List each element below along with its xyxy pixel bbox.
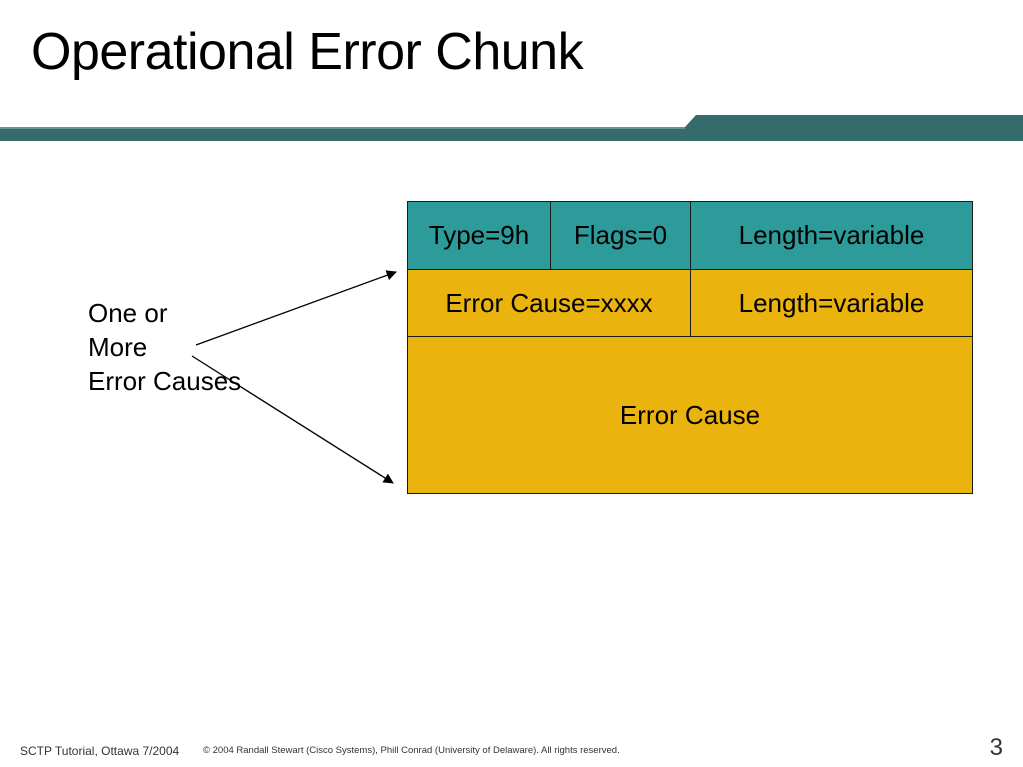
- slide-title: Operational Error Chunk: [31, 23, 584, 81]
- header-band: [0, 115, 1023, 141]
- footer-copyright: © 2004 Randall Stewart (Cisco Systems), …: [203, 745, 620, 756]
- chunk-length-field: Length=variable: [690, 200, 973, 271]
- cause-length-field: Length=variable: [690, 269, 973, 338]
- footer-tutorial-label: SCTP Tutorial, Ottawa 7/2004: [20, 744, 180, 758]
- cause-header-row: Error Cause=xxxx Length=variable: [407, 269, 973, 338]
- page-number: 3: [989, 734, 1003, 761]
- annotation-line-3: Error Causes: [88, 366, 242, 396]
- chunk-header-row: Type=9h Flags=0 Length=variable: [407, 200, 973, 271]
- error-causes-annotation: One or More Error Causes: [88, 296, 241, 398]
- flags-field: Flags=0: [550, 200, 691, 271]
- error-cause-body: Error Cause: [407, 336, 973, 494]
- annotation-line-2: More: [88, 332, 148, 362]
- cause-body-row: Error Cause: [407, 336, 973, 494]
- error-chunk-diagram: Type=9h Flags=0 Length=variable Error Ca…: [407, 200, 973, 494]
- annotation-line-1: One or: [88, 298, 168, 328]
- error-cause-code-field: Error Cause=xxxx: [407, 269, 691, 338]
- type-field: Type=9h: [407, 200, 551, 271]
